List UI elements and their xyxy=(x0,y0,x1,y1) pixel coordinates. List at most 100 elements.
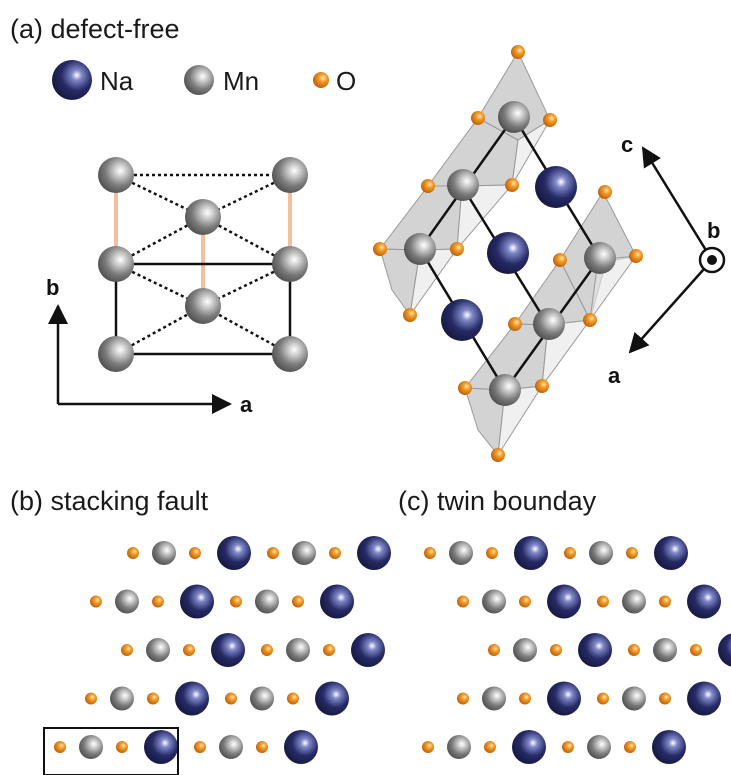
stacking-fault-atom-o xyxy=(261,644,273,656)
twin-boundary-atom-na xyxy=(652,730,686,764)
stacking-fault-atom-o xyxy=(329,547,341,559)
twin-boundary-atom-o xyxy=(624,741,636,753)
stacking-fault-atom-o xyxy=(127,547,139,559)
ac-axes: c a b xyxy=(608,132,726,388)
legend-mn-label: Mn xyxy=(223,66,259,96)
stacking-fault-atom-o xyxy=(189,547,201,559)
twin-boundary-atom-o xyxy=(597,692,609,705)
stacking-fault-atom-o xyxy=(292,595,304,608)
stacking-fault-atom-o xyxy=(54,741,66,753)
twin-boundary-atom-o xyxy=(562,741,574,753)
twin-boundary-atom-o xyxy=(626,547,638,559)
twin-boundary-atom-o xyxy=(488,644,500,656)
legend-o-label: O xyxy=(336,66,356,96)
stacking-fault-atom-o xyxy=(256,741,268,753)
twin-boundary-atom-na xyxy=(514,536,548,570)
stacking-fault-atom-mn xyxy=(250,686,274,711)
axis-c-label: c xyxy=(621,132,633,157)
panel-a-title: (a) defect-free xyxy=(10,14,180,44)
twin-boundary-atom-o xyxy=(628,644,640,656)
twin-boundary-atom-na xyxy=(512,730,546,764)
legend-o-swatch xyxy=(313,72,329,88)
stacking-fault-atom-na xyxy=(315,681,349,716)
unit-highlight-box xyxy=(43,727,179,775)
twin-boundary-atom-na xyxy=(687,584,721,619)
twin-boundary-atom-o xyxy=(424,547,436,559)
stacking-fault-atom-na xyxy=(180,584,214,619)
twin-boundary-atom-mn xyxy=(482,589,506,614)
stacking-fault-atom-o xyxy=(225,692,237,705)
stacking-fault-atom-na xyxy=(211,633,245,667)
stacking-fault-atom-o xyxy=(323,644,335,656)
panel-b-title: (b) stacking fault xyxy=(10,486,209,516)
stacking-fault-atom-na xyxy=(351,633,385,667)
stacking-fault-atom-o xyxy=(287,692,299,705)
twin-boundary-atom-o xyxy=(659,595,671,608)
stacking-fault-atom-na xyxy=(320,584,354,619)
axis-b-out-label: b xyxy=(707,218,720,243)
twin-boundary-atom-o xyxy=(457,595,469,608)
twin-boundary-atom-o xyxy=(550,644,562,656)
stacking-fault-atom-na xyxy=(175,681,209,716)
twin-boundary-atom-mn xyxy=(587,735,611,759)
twin-boundary-atom-o xyxy=(484,741,496,753)
stacking-fault-atom-o xyxy=(230,595,242,608)
axis-b-label: b xyxy=(46,275,59,300)
twin-boundary-atom-na xyxy=(654,536,688,570)
stacking-fault-atom-o xyxy=(267,547,279,559)
stacking-fault-atom-o xyxy=(116,741,128,753)
ab-axes: b a xyxy=(46,275,253,417)
twin-boundary-atom-o xyxy=(564,547,576,559)
stacking-fault-atom-mn xyxy=(286,638,310,662)
twin-boundary-atom-mn xyxy=(482,686,506,711)
stacking-fault-atom-mn xyxy=(255,589,279,614)
legend-na-swatch xyxy=(52,60,92,100)
stacking-fault-atom-mn xyxy=(292,541,316,565)
stacking-fault-atom-mn xyxy=(115,589,139,614)
twin-boundary-atom-mn xyxy=(447,735,471,759)
stacking-fault-atom-mn xyxy=(219,735,243,759)
twin-boundary-atom-na xyxy=(578,633,612,667)
legend: Na Mn O xyxy=(52,60,356,100)
twin-boundary-atom-mn xyxy=(449,541,473,565)
ab-projection-structure xyxy=(98,157,308,372)
stacking-fault-atom-na xyxy=(357,536,391,570)
stacking-fault-atom-mn xyxy=(110,686,134,711)
twin-boundary-atom-o xyxy=(422,741,434,753)
stacking-fault-atom-o xyxy=(147,692,159,705)
legend-mn-swatch xyxy=(184,65,214,95)
twin-boundary-atom-o xyxy=(690,644,702,656)
ac-projection-structure xyxy=(373,45,643,462)
twin-boundary-atom-o xyxy=(457,692,469,705)
twin-boundary-atom-o xyxy=(519,692,531,705)
stacking-fault-layers xyxy=(54,536,391,764)
stacking-fault-atom-o xyxy=(152,595,164,608)
stacking-fault-atom-mn xyxy=(79,735,103,759)
stacking-fault-atom-mn xyxy=(146,638,170,662)
stacking-fault-atom-o xyxy=(183,644,195,656)
stacking-fault-atom-o xyxy=(85,692,97,705)
axis-a-right-label: a xyxy=(608,363,621,388)
stacking-fault-atom-mn xyxy=(152,541,176,565)
stacking-fault-atom-na xyxy=(284,730,318,764)
twin-boundary-atom-mn xyxy=(622,686,646,711)
twin-boundary-atom-mn xyxy=(589,541,613,565)
panel-c-title: (c) twin bounday xyxy=(398,486,597,516)
twin-boundary-atom-na xyxy=(718,633,731,667)
stacking-fault-atom-o xyxy=(90,595,102,608)
twin-boundary-atom-o xyxy=(659,692,671,705)
twin-boundary-atom-mn xyxy=(513,638,537,662)
twin-boundary-layers xyxy=(422,536,731,764)
twin-boundary-atom-na xyxy=(547,584,581,619)
stacking-fault-atom-o xyxy=(194,741,206,753)
twin-boundary-atom-mn xyxy=(622,589,646,614)
axis-a-label: a xyxy=(240,392,253,417)
twin-boundary-atom-mn xyxy=(653,638,677,662)
twin-boundary-atom-na xyxy=(687,681,721,716)
twin-boundary-atom-o xyxy=(597,595,609,608)
twin-boundary-atom-o xyxy=(486,547,498,559)
stacking-fault-atom-na xyxy=(144,730,178,764)
legend-na-label: Na xyxy=(100,66,134,96)
stacking-fault-atom-o xyxy=(121,644,133,656)
